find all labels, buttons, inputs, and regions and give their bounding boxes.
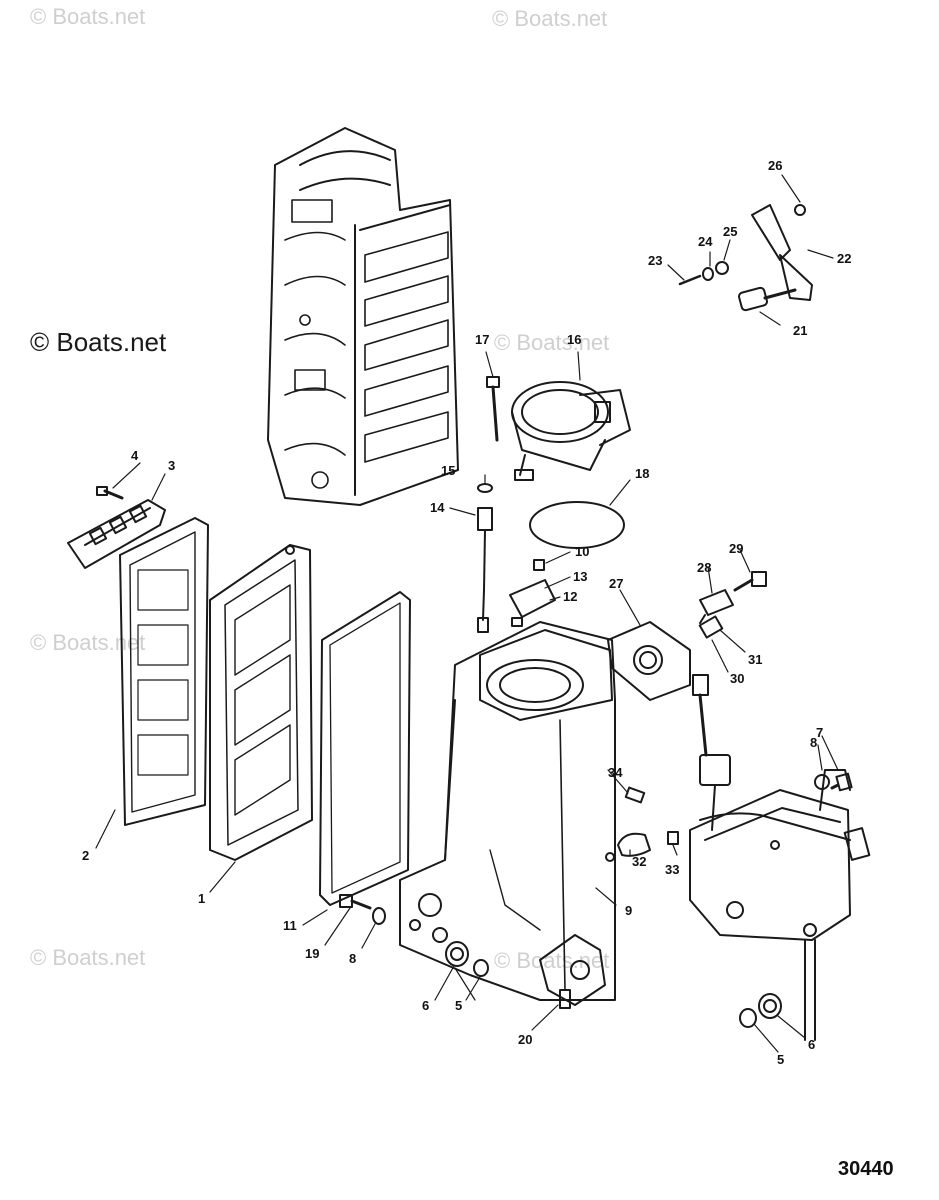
watermark-main: © Boats.net xyxy=(30,327,167,357)
leader-lines xyxy=(95,174,839,1053)
callout-11: 11 xyxy=(283,918,297,933)
callout-2: 2 xyxy=(82,848,89,863)
callout-32: 32 xyxy=(632,854,646,869)
nut-5-bottom xyxy=(473,959,489,977)
o-ring-18 xyxy=(529,501,625,549)
watermark: © Boats.net xyxy=(494,330,610,355)
callout-20: 20 xyxy=(518,1032,532,1047)
grommet-6-bottom xyxy=(445,941,469,967)
sensor-20 xyxy=(539,934,606,1009)
callout-8: 8 xyxy=(349,951,356,966)
fuel-rail-assembly xyxy=(689,754,871,1041)
iac-valve-27 xyxy=(607,621,691,701)
callout-17: 17 xyxy=(475,332,489,347)
callout-14: 14 xyxy=(430,500,445,515)
crankcase-block xyxy=(267,127,459,506)
washer-8-right xyxy=(814,774,830,790)
bolt-4 xyxy=(96,486,124,500)
bolt-19 xyxy=(339,894,372,910)
throttle-body-16 xyxy=(511,381,631,481)
gasket-2 xyxy=(119,517,209,826)
callout-5b: 5 xyxy=(777,1052,784,1067)
fitting-31 xyxy=(698,615,724,639)
bolt-29 xyxy=(733,571,767,592)
screw-33 xyxy=(667,831,679,845)
watermark: © Boats.net xyxy=(492,6,608,31)
nut-5-right xyxy=(739,1008,757,1028)
callout-25: 25 xyxy=(723,224,737,239)
callout-8b: 8 xyxy=(810,735,817,750)
callout-1: 1 xyxy=(198,891,205,906)
callout-7: 7 xyxy=(816,725,823,740)
gasket-11 xyxy=(319,591,411,906)
throttle-linkage xyxy=(738,204,813,312)
callout-19: 19 xyxy=(305,946,319,961)
callout-18: 18 xyxy=(635,466,649,481)
clamp-32 xyxy=(617,832,651,857)
callout-28: 28 xyxy=(697,560,711,575)
washer-24 xyxy=(702,267,714,281)
manifold-housing-9 xyxy=(399,621,616,1001)
callout-6: 6 xyxy=(422,998,429,1013)
sensor-14 xyxy=(477,483,493,633)
sensor-30 xyxy=(692,674,709,757)
washer-8-bottom xyxy=(372,907,386,925)
callout-5: 5 xyxy=(455,998,462,1013)
bolt-17 xyxy=(486,376,500,442)
nut-25 xyxy=(715,261,729,275)
callout-12: 12 xyxy=(563,589,577,604)
callout-3: 3 xyxy=(168,458,175,473)
diagram-reference-number: 30440 xyxy=(838,1158,894,1180)
screw-23 xyxy=(678,274,702,286)
watermark: © Boats.net xyxy=(30,945,146,970)
fitting-34 xyxy=(624,786,646,804)
callout-31: 31 xyxy=(748,652,762,667)
sensor-13 xyxy=(509,559,556,627)
callout-4: 4 xyxy=(131,448,139,463)
callout-9: 9 xyxy=(625,903,632,918)
bolt-7 xyxy=(830,772,853,792)
callout-labels: 2 1 3 4 11 19 8 9 6 5 20 17 16 15 14 18 … xyxy=(82,158,851,1067)
callout-34: 34 xyxy=(608,765,623,780)
callout-15: 15 xyxy=(441,463,455,478)
callout-23: 23 xyxy=(648,253,662,268)
watermark: © Boats.net xyxy=(30,4,146,29)
callout-21: 21 xyxy=(793,323,807,338)
callout-22: 22 xyxy=(837,251,851,266)
watermark: © Boats.net xyxy=(30,630,146,655)
callout-30: 30 xyxy=(730,671,744,686)
callout-29: 29 xyxy=(729,541,743,556)
callout-26: 26 xyxy=(768,158,782,173)
callout-33: 33 xyxy=(665,862,679,877)
fitting-28 xyxy=(699,589,734,624)
callout-6b: 6 xyxy=(808,1037,815,1052)
adapter-plate-1 xyxy=(209,544,313,861)
callout-16: 16 xyxy=(567,332,581,347)
callout-10: 10 xyxy=(575,544,589,559)
callout-13: 13 xyxy=(573,569,587,584)
grommet-6-right xyxy=(758,993,782,1019)
callout-24: 24 xyxy=(698,234,713,249)
reed-block xyxy=(67,499,166,569)
callout-27: 27 xyxy=(609,576,623,591)
